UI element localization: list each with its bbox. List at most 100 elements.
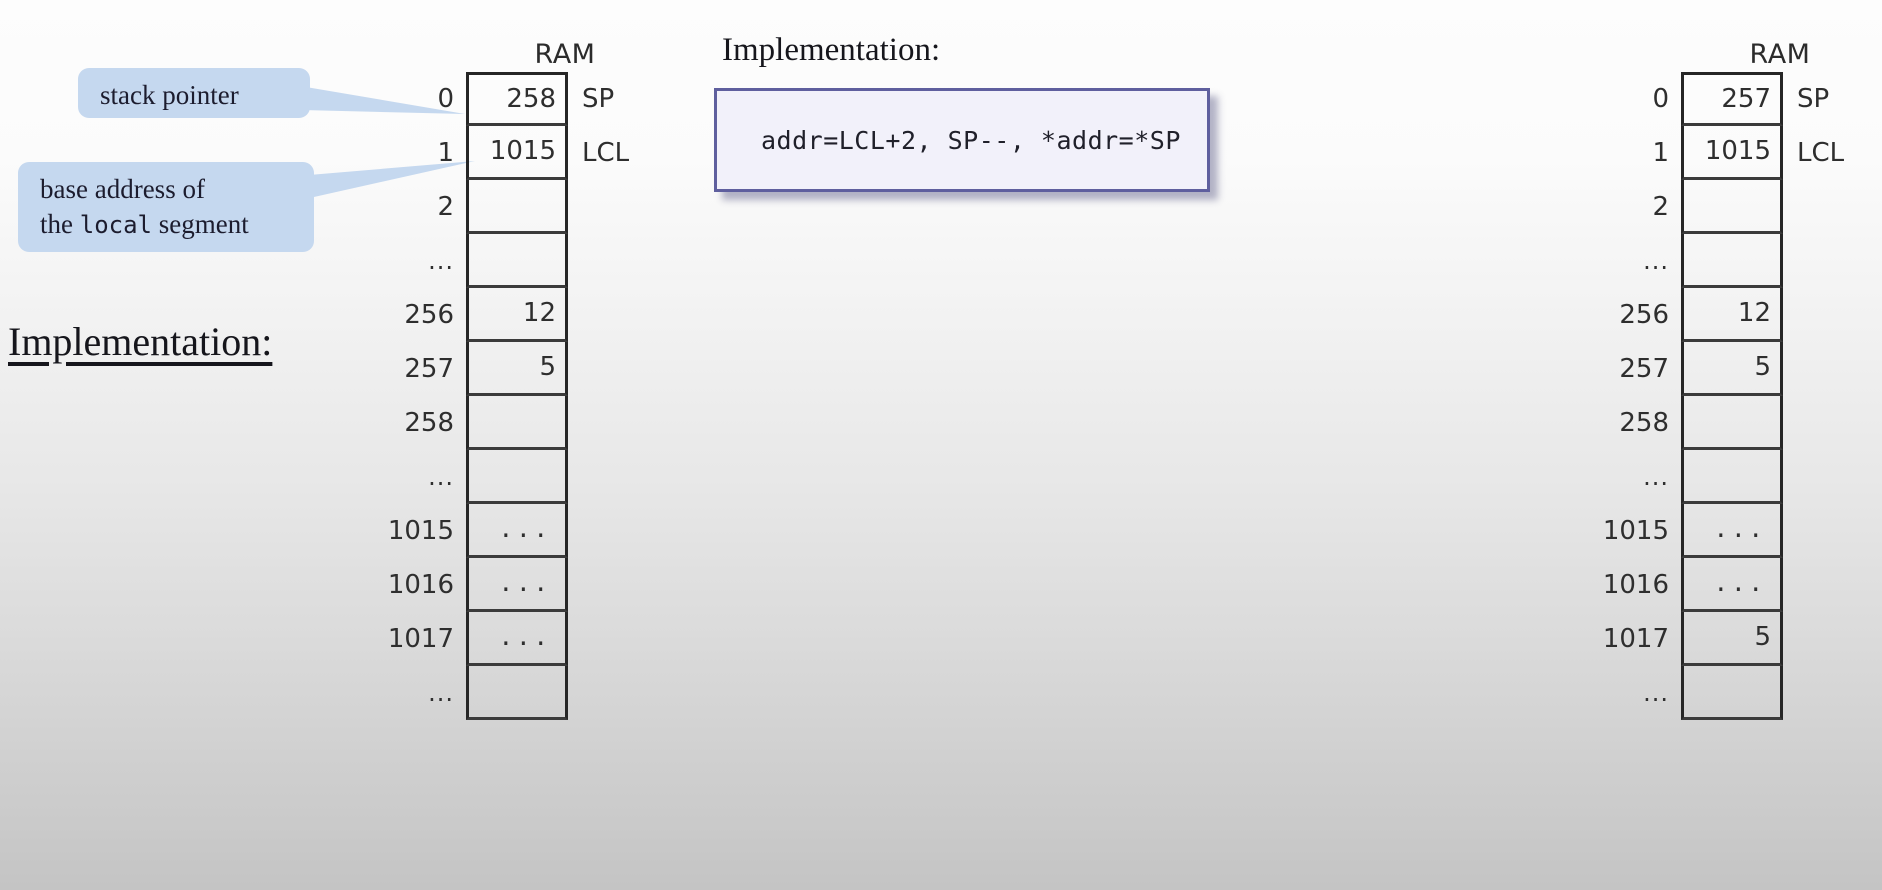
ram-row: 2 (1585, 180, 1879, 234)
ram-row: 256 12 (1585, 288, 1879, 342)
left-ram-title: RAM (534, 39, 596, 70)
ram-row: 1017 5 (1585, 612, 1879, 666)
ram-address-label: ... (1643, 463, 1669, 491)
ram-row: ... (1585, 666, 1879, 720)
ram-cell-value (1681, 396, 1783, 450)
ram-pointer-tag (1783, 180, 1797, 234)
ram-cell-value (1681, 666, 1783, 720)
ram-cell-value: 5 (1681, 342, 1783, 396)
ram-cell-value: 1015 (1681, 126, 1783, 180)
ram-pointer-tag (1783, 342, 1797, 396)
ram-address-label: 1016 (387, 570, 454, 600)
ram-pointer-tag (1783, 450, 1797, 504)
ram-pointer-tag (568, 450, 582, 504)
ram-cell-value: ... (466, 612, 568, 666)
ram-pointer-tag (1783, 288, 1797, 342)
ram-row: 2 (370, 180, 664, 234)
ram-address-label: 1015 (1602, 516, 1669, 546)
ram-pointer-tag (1783, 234, 1797, 288)
ram-address-label: 0 (437, 84, 454, 114)
ram-cell-value: 5 (1681, 612, 1783, 666)
ram-cell-value (466, 180, 568, 234)
ram-pointer-tag (568, 504, 582, 558)
ram-row: 1016... (370, 558, 664, 612)
ram-address-label: ... (428, 247, 454, 275)
ram-pointer-tag-lcl: LCL (1797, 138, 1845, 168)
ram-pointer-tag (568, 396, 582, 450)
right-ram-title: RAM (1749, 39, 1811, 70)
callout-base-address-line2-prefix: the (40, 208, 80, 239)
ram-address-label: 256 (1619, 300, 1669, 330)
ram-row: ... (370, 666, 664, 720)
ram-cell-value (1681, 450, 1783, 504)
ram-pointer-tag (1783, 558, 1797, 612)
ram-row: 258 (370, 396, 664, 450)
callout-stack-pointer: stack pointer (78, 68, 310, 118)
ram-row: 1016... (1585, 558, 1879, 612)
ram-row: 1017... (370, 612, 664, 666)
callout-base-address-local: base address of the local segment (18, 162, 314, 252)
ram-pointer-tag (1783, 612, 1797, 666)
callout-stack-pointer-tail (300, 86, 465, 114)
ram-address-label: 258 (404, 408, 454, 438)
ram-cell-value: 12 (466, 288, 568, 342)
ram-pointer-tag (1783, 666, 1797, 720)
ram-address-label: 1017 (387, 624, 454, 654)
ram-pointer-tag-sp: SP (582, 84, 615, 114)
ram-row: 0 257 SP (1585, 72, 1879, 126)
ram-row: ... (370, 234, 664, 288)
ram-row: 1015... (370, 504, 664, 558)
ram-address-label: 1 (1652, 138, 1669, 168)
callout-base-address-tail (305, 161, 475, 199)
center-implementation-heading: Implementation: (722, 32, 941, 68)
ram-pointer-tag (1783, 504, 1797, 558)
ram-cell-value (466, 450, 568, 504)
ram-row: ... (370, 450, 664, 504)
ram-pointer-tag (568, 612, 582, 666)
ram-pointer-tag (1783, 396, 1797, 450)
ram-cell-value (1681, 234, 1783, 288)
ram-cell-value: ... (1681, 558, 1783, 612)
ram-pointer-tag-sp: SP (1797, 84, 1830, 114)
ram-cell-value: 257 (1681, 72, 1783, 126)
callout-stack-pointer-label: stack pointer (100, 80, 239, 110)
ram-address-label: ... (1643, 247, 1669, 275)
ram-cell-value: ... (466, 558, 568, 612)
ram-cell-value: 1015 (466, 126, 568, 180)
ram-cell-value: ... (1681, 504, 1783, 558)
ram-pointer-tag (568, 342, 582, 396)
ram-address-label: 1016 (1602, 570, 1669, 600)
ram-address-label: 258 (1619, 408, 1669, 438)
ram-cell-value: 12 (1681, 288, 1783, 342)
ram-row: ... (1585, 234, 1879, 288)
ram-cell-value (1681, 180, 1783, 234)
ram-cell-value: ... (466, 504, 568, 558)
ram-pointer-tag (568, 558, 582, 612)
ram-address-label: ... (1643, 679, 1669, 707)
ram-address-label: 2 (1652, 192, 1669, 222)
ram-address-label: 0 (1652, 84, 1669, 114)
ram-address-label: 1017 (1602, 624, 1669, 654)
ram-row: 1 1015 LCL (1585, 126, 1879, 180)
ram-cell-value (466, 666, 568, 720)
ram-row: 257 5 (370, 342, 664, 396)
callout-base-address-line2: the local segment (40, 207, 292, 242)
callout-base-address-segment-name: local (79, 210, 152, 239)
implementation-code-box: addr=LCL+2, SP--, *addr=*SP (714, 88, 1210, 192)
ram-row: 1015... (1585, 504, 1879, 558)
left-implementation-heading: Implementation: (8, 319, 273, 364)
ram-cell-value: 258 (466, 72, 568, 126)
callout-base-address-line2-suffix: segment (152, 208, 249, 239)
ram-cell-value: 5 (466, 342, 568, 396)
ram-address-label: 257 (404, 354, 454, 384)
ram-row: 258 (1585, 396, 1879, 450)
implementation-code-text: addr=LCL+2, SP--, *addr=*SP (761, 125, 1181, 155)
ram-pointer-tag (568, 666, 582, 720)
